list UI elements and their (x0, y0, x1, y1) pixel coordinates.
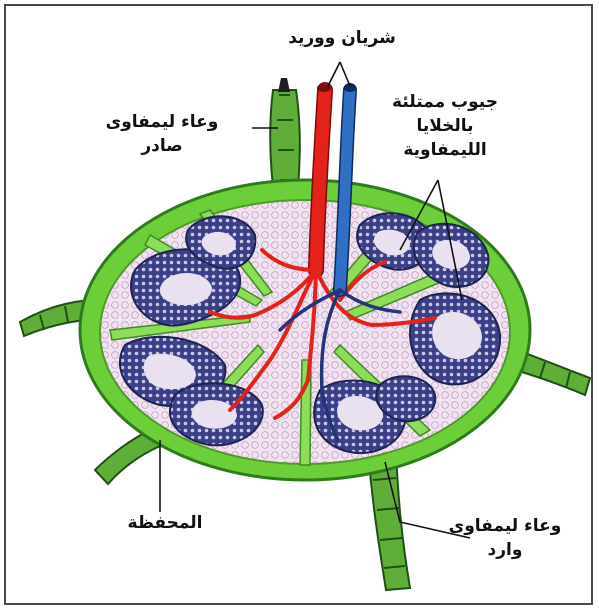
sinuses-label-line3: الليمفاوية (390, 140, 500, 161)
efferent-label-line2: صادر (72, 136, 252, 157)
efferent-label-line1: وعاء ليمفاوى (72, 112, 252, 133)
afferent-label-line2: وارد (430, 540, 580, 561)
afferent-label-line1: وعاء ليمفاوى (430, 516, 580, 537)
capsule-label: المحفظة (90, 513, 240, 534)
sinuses-label-line1: جيوب ممتلئة (390, 92, 500, 113)
sinuses-label-line2: بالخلايا (390, 116, 500, 137)
artery-vein-label: شريان ووريد (262, 28, 422, 49)
